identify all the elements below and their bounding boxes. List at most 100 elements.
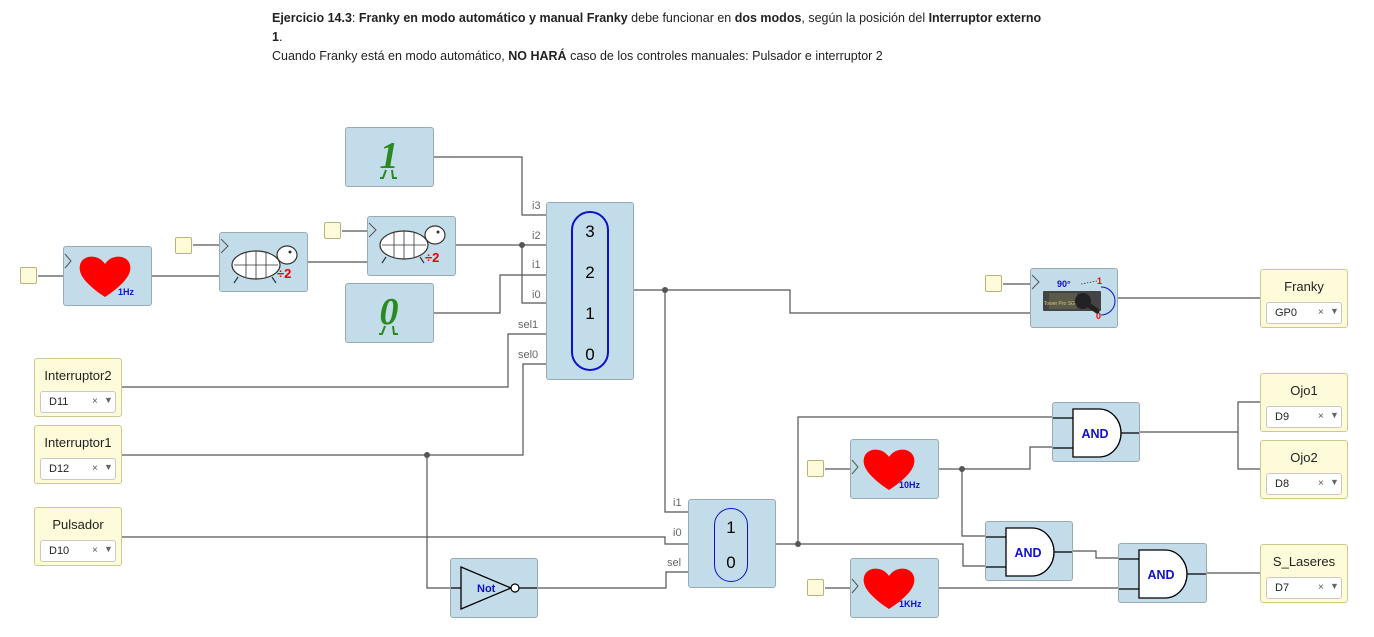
clear-icon[interactable]: ×	[92, 545, 98, 556]
mux4-port-sel1: sel1	[518, 319, 539, 331]
exercise-description: Ejercicio 14.3: Franky en modo automátic…	[272, 9, 1052, 66]
servo-icon: 90° 1 0 Tower Pro SG-90	[1031, 274, 1116, 321]
mux4-value-3: 3	[585, 222, 595, 241]
chevron-down-icon[interactable]: ▼	[1330, 410, 1339, 420]
modes-emphasis: dos modos	[734, 11, 802, 25]
heart-10hz-label: 10Hz	[899, 480, 921, 490]
constant-one-icon: 1	[380, 135, 399, 179]
pin-select[interactable]: D10 × ▼	[40, 540, 116, 562]
pin-select[interactable]: D11 × ▼	[40, 391, 116, 413]
output-franky[interactable]: Franky GP0 × ▼	[1260, 269, 1348, 328]
clear-icon[interactable]: ×	[1318, 307, 1324, 318]
heart-1khz-icon: 1KHz	[851, 568, 922, 609]
servo-block[interactable]: 90° 1 0 Tower Pro SG-90	[1030, 268, 1118, 328]
input-interruptor2[interactable]: Interruptor2 D11 × ▼	[34, 358, 122, 417]
divider-2-param-checkbox[interactable]	[324, 222, 341, 239]
heart-1khz-label: 1KHz	[899, 599, 922, 609]
chevron-down-icon[interactable]: ▼	[1330, 477, 1339, 487]
servo-param-checkbox[interactable]	[985, 275, 1002, 292]
wire-junction	[959, 466, 965, 472]
divider-block-1[interactable]: ÷2	[219, 232, 308, 292]
switch-emphasis: Interruptor externo 1	[272, 11, 1042, 44]
wire	[665, 289, 1030, 314]
mux4-port-i3: i3	[532, 200, 541, 212]
wire-junction	[519, 242, 525, 248]
mux4-value-1: 1	[585, 304, 595, 323]
heart-1khz-block[interactable]: 1KHz	[850, 558, 939, 618]
turtle-icon: ÷2	[368, 222, 446, 265]
and-gate-2-block[interactable]: AND	[985, 521, 1073, 581]
mux4-port-i2: i2	[532, 230, 541, 242]
not-gate-icon: Not	[451, 566, 537, 610]
clear-icon[interactable]: ×	[1318, 411, 1324, 422]
wire	[1073, 550, 1118, 559]
wire-junction	[795, 541, 801, 547]
mux4-port-sel0: sel0	[518, 349, 539, 361]
description-line-1: Ejercicio 14.3: Franky en modo automátic…	[272, 9, 1052, 47]
description-text: caso de los controles manuales: Pulsador…	[566, 49, 883, 63]
clear-icon[interactable]: ×	[1318, 478, 1324, 489]
wire	[1140, 401, 1260, 433]
output-label: Franky	[1284, 279, 1324, 294]
wire	[939, 446, 1052, 470]
description-text: Cuando Franky está en modo automático,	[272, 49, 509, 63]
clear-icon[interactable]: ×	[92, 396, 98, 407]
chevron-down-icon[interactable]: ▼	[1330, 581, 1339, 591]
mux4-value-2: 2	[585, 263, 595, 282]
wire	[634, 289, 688, 513]
divider-1-param-checkbox[interactable]	[175, 237, 192, 254]
constant-zero-block[interactable]: 0	[345, 283, 434, 343]
input-interruptor1[interactable]: Interruptor1 D12 × ▼	[34, 425, 122, 484]
mux4-port-i0: i0	[532, 289, 541, 301]
constant-one-block[interactable]: 1	[345, 127, 434, 187]
heart-1hz-param-checkbox[interactable]	[20, 267, 37, 284]
description-text: .	[278, 30, 283, 44]
pin-value: D10	[49, 545, 70, 557]
and-label: AND	[1014, 546, 1041, 560]
output-ojo1[interactable]: Ojo1 D9 × ▼	[1260, 373, 1348, 432]
mux-4-to-1-block[interactable]: 3 2 1 0	[546, 202, 634, 380]
output-s-laseres[interactable]: S_Laseres D7 × ▼	[1260, 544, 1348, 603]
pin-select[interactable]: D8 × ▼	[1266, 473, 1342, 495]
wire	[434, 156, 546, 216]
pin-select[interactable]: D12 × ▼	[40, 458, 116, 480]
clear-icon[interactable]: ×	[92, 463, 98, 474]
input-pulsador[interactable]: Pulsador D10 × ▼	[34, 507, 122, 566]
not-gate-block[interactable]: Not	[450, 558, 538, 618]
and-gate-3-block[interactable]: AND	[1118, 543, 1207, 603]
heart-1hz-block[interactable]: 1Hz	[63, 246, 152, 306]
constant-one-value: 1	[380, 135, 399, 177]
heart-1hz-icon: 1Hz	[64, 253, 135, 297]
and-gate-icon: AND	[1119, 549, 1206, 599]
mux4-selector: 3 2 1 0	[571, 211, 609, 371]
chevron-down-icon[interactable]: ▼	[104, 544, 113, 554]
mux-2-to-1-block[interactable]: 1 0	[688, 499, 776, 588]
output-ojo2[interactable]: Ojo2 D8 × ▼	[1260, 440, 1348, 499]
output-label: Ojo1	[1290, 383, 1318, 398]
divider-block-2[interactable]: ÷2	[367, 216, 456, 276]
chevron-down-icon[interactable]: ▼	[104, 462, 113, 472]
chevron-down-icon[interactable]: ▼	[104, 395, 113, 405]
chevron-down-icon[interactable]: ▼	[1330, 306, 1339, 316]
servo-angle: 90°	[1057, 279, 1071, 289]
pin-select[interactable]: GP0 × ▼	[1266, 302, 1342, 324]
and-gate-1-block[interactable]: AND	[1052, 402, 1140, 462]
pin-select[interactable]: D7 × ▼	[1266, 577, 1342, 599]
pin-select[interactable]: D9 × ▼	[1266, 406, 1342, 428]
wire	[434, 274, 546, 314]
exercise-title: Franky en modo automático y manual Frank…	[358, 11, 628, 25]
mux2-port-i0: i0	[673, 527, 682, 539]
servo-brand-label: Tower Pro SG-90	[1044, 301, 1083, 307]
heart-10hz-block[interactable]: 10Hz	[850, 439, 939, 499]
mux2-value-1: 1	[726, 518, 736, 537]
wire	[122, 333, 546, 388]
clear-icon[interactable]: ×	[1318, 582, 1324, 593]
heart-1khz-param-checkbox[interactable]	[807, 579, 824, 596]
pin-value: D12	[49, 463, 70, 475]
heart-10hz-param-checkbox[interactable]	[807, 460, 824, 477]
pin-value: D7	[1275, 582, 1290, 594]
divider-label: ÷2	[277, 266, 291, 281]
and-label: AND	[1147, 568, 1174, 582]
mux2-port-sel: sel	[667, 557, 682, 569]
